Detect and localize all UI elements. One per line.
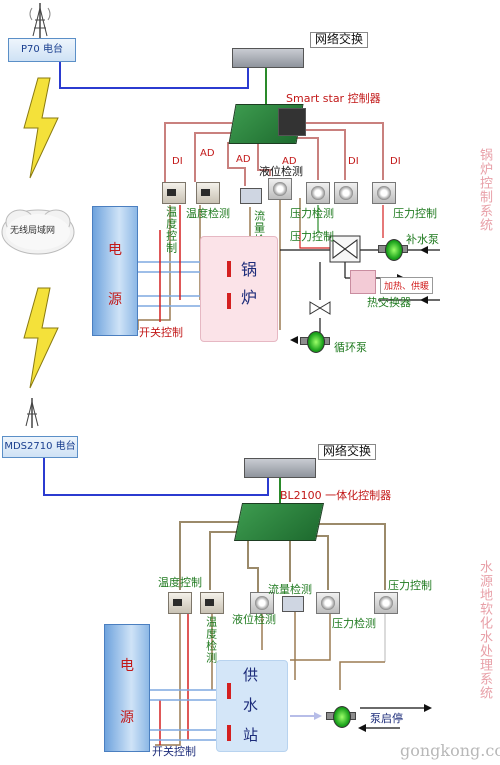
network-switch-bottom-label: 网络交换 (318, 444, 377, 460)
circulation-pump-icon (300, 328, 330, 354)
temp-detect-label: 温度检测 (186, 207, 230, 220)
boiler-contact-2 (227, 293, 231, 309)
p70-radio-station: P70 电台 (8, 38, 76, 62)
level-sensor-gauge (268, 178, 292, 200)
p70-radio-label: P70 电台 (21, 44, 63, 55)
level-detect-label-bottom: 液位检测 (232, 613, 276, 626)
temp-control-label: 温度控制 (164, 206, 178, 254)
pressure-sensor-gauge-2 (334, 182, 358, 204)
radio-tower-icon (29, 3, 51, 38)
makeup-pump-icon (378, 236, 408, 262)
level-detect-label: 液位检测 (259, 165, 303, 178)
boiler-control-system-title: 锅炉控制系统 (476, 148, 492, 232)
power-label-bottom-1: 电 (120, 658, 134, 674)
power-supply-bottom: 电 源 (104, 624, 150, 752)
pressure-control-label: 压力控制 (393, 207, 437, 220)
station-contact-1 (227, 683, 231, 699)
pressure-control-label-bottom: 压力控制 (388, 579, 432, 592)
wireless-cloud-icon (1, 209, 75, 255)
temp-controller-device (162, 182, 186, 204)
pressure-control-label-2: 压力控制 (290, 230, 334, 243)
switch-control-label-top: 开关控制 (139, 326, 183, 339)
temp-controller-device-bottom (168, 592, 192, 614)
station-label-3: 站 (243, 726, 259, 744)
flow-detect-label-bottom: 流量检测 (268, 583, 312, 596)
water-supply-station: 供 水 站 (216, 660, 288, 752)
mds2710-radio-station: MDS2710 电台 (2, 436, 78, 458)
power-label-2: 源 (108, 292, 122, 308)
heat-supply-label: 加热、供暖 (380, 277, 434, 294)
level-sensor-gauge-bottom (250, 592, 274, 614)
supply-pump-icon (326, 703, 356, 729)
boiler-label-1: 锅 (241, 260, 258, 279)
heat-exchanger-icon (350, 270, 376, 294)
boiler-tank: 锅 炉 (200, 236, 278, 342)
smart-star-controller-label: Smart star 控制器 (286, 92, 381, 105)
valve-icon (329, 235, 361, 263)
flow-meter-device-bottom (282, 596, 304, 612)
pump-start-stop-label: 泵启停 (370, 712, 403, 725)
boiler-contact-1 (227, 261, 231, 277)
temp-sensor-device-bottom (200, 592, 224, 614)
water-softening-system-title: 水源地软化水处理系统 (476, 560, 492, 700)
lightning-icon (23, 77, 59, 389)
temp-control-label-bottom: 温度控制 (158, 576, 202, 589)
power-label-bottom-2: 源 (120, 710, 134, 726)
wireless-lan-label: 无线局域网 (10, 226, 56, 236)
channel-ad-1: AD (200, 148, 215, 159)
watermark: gongkong.com (400, 741, 500, 760)
boiler-label-2: 炉 (241, 288, 258, 307)
network-switch-top (232, 48, 304, 68)
flow-meter-device (240, 188, 262, 204)
temp-detect-label-bottom: 温度检测 (204, 616, 218, 664)
controller-display (278, 108, 306, 136)
station-label-1: 供 (243, 666, 259, 684)
radio-tower-icon (25, 398, 39, 428)
pressure-control-gauge-bottom (374, 592, 398, 614)
heat-exchanger-label: 热交换器 (367, 296, 411, 309)
channel-ad-3: AD (282, 156, 297, 167)
power-label-1: 电 (108, 242, 122, 258)
channel-di-1: DI (172, 156, 183, 167)
bl2100-controller-label: BL2100 一体化控制器 (280, 489, 392, 502)
channel-di-3: DI (390, 156, 401, 167)
pressure-detect-label-bottom: 压力检测 (332, 617, 376, 630)
bl2100-controller (233, 503, 325, 541)
station-label-2: 水 (243, 696, 259, 714)
makeup-pump-label: 补水泵 (406, 233, 439, 246)
pressure-sensor-gauge-1 (306, 182, 330, 204)
power-supply-top: 电 源 (92, 206, 138, 336)
mds2710-radio-label: MDS2710 电台 (4, 441, 76, 452)
channel-ad-2: AD (236, 154, 251, 165)
switch-control-label-bottom: 开关控制 (152, 745, 196, 758)
pressure-control-gauge (372, 182, 396, 204)
network-switch-top-label: 网络交换 (310, 32, 369, 48)
network-switch-bottom (244, 458, 316, 478)
pressure-sensor-gauge-bottom (316, 592, 340, 614)
circulation-pump-label: 循环泵 (334, 341, 367, 354)
station-contact-2 (227, 725, 231, 741)
temp-sensor-device (196, 182, 220, 204)
pressure-detect-label: 压力检测 (290, 207, 334, 220)
channel-di-2: DI (348, 156, 359, 167)
